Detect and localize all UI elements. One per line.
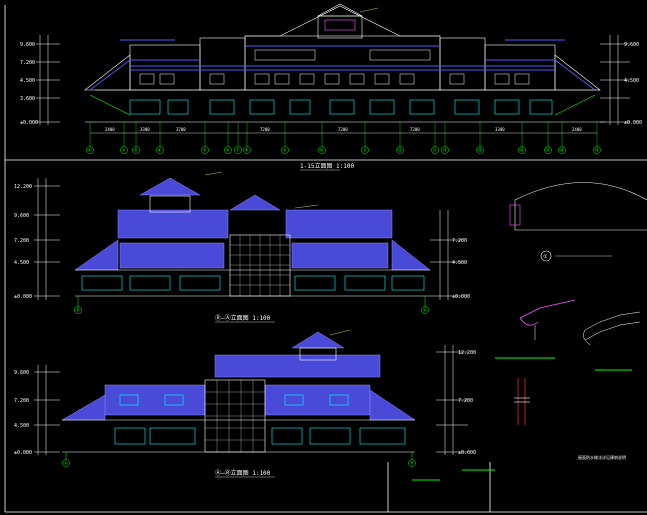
level-label: 9.600	[624, 42, 639, 48]
dimension-label: 7200	[338, 127, 348, 132]
level-label: 7.200	[458, 398, 473, 404]
elevation-bottom-title: Ⓐ—Ⓡ立面图 1:100	[215, 469, 271, 477]
elevation-middle: 12.200 9.600 7.200 4.500 ±0.000 7.200 4.…	[14, 177, 470, 323]
axis-marker: ②	[122, 148, 127, 154]
level-label: 4.500	[624, 78, 639, 84]
axis-marker: ⑱	[560, 147, 565, 154]
elevation-middle-title: Ⓡ—Ⓐ立面图 1:100	[215, 314, 271, 322]
axis-marker: ⑯	[520, 147, 525, 154]
dimension-label: 7200	[410, 127, 420, 132]
level-label: 12.200	[14, 184, 32, 190]
level-label: 4.500	[452, 260, 467, 266]
detail-note: 屋面防水做法详见建筑说明	[578, 454, 626, 460]
dimension-label: 3700	[176, 127, 186, 132]
axis-marker: ⑤	[203, 148, 208, 154]
axis-marker: Ⓡ	[410, 460, 415, 467]
axis-marker: ⑩	[320, 148, 325, 154]
axis-marker: Ⓐ	[423, 307, 428, 314]
level-label: 7.200	[14, 398, 29, 404]
level-label: 9.600	[14, 213, 29, 219]
axis-marker: ⑰	[546, 147, 551, 154]
level-label: 9.600	[14, 370, 29, 376]
axis-marker: ⑮	[478, 147, 483, 154]
axis-marker: ①	[88, 148, 93, 154]
axis-marker: ⑧	[245, 148, 250, 154]
dimension-label: 7200	[260, 127, 270, 132]
axis-marker: ⑭	[443, 147, 448, 154]
level-label: 9.600	[20, 42, 35, 48]
level-label: ±0.000	[624, 120, 642, 126]
elevation-bottom: 9.600 7.200 4.500 ±0.000 12.200 7.200 ±0…	[14, 331, 476, 478]
axis-marker: ⑪	[363, 147, 368, 154]
level-label: ±0.000	[20, 120, 38, 126]
level-label: 4.500	[20, 78, 35, 84]
elevation-top-axes: ① ② ③ ④ ⑤ ⑥ ⑦ ⑧ ⑨ ⑩ ⑪ ⑫ ⑬ ⑭ ⑮ ⑯ ⑰ ⑱ ⑲	[88, 147, 600, 154]
axis-marker: ⑲	[595, 147, 600, 154]
elevation-top-title: 1-15立面图 1:100	[300, 162, 355, 170]
level-label: 3.600	[20, 96, 35, 102]
dimension-label: 3300	[140, 127, 150, 132]
dimension-label: 3300	[495, 127, 505, 132]
axis-marker: ③	[134, 148, 139, 154]
dimension-label: 2400	[572, 127, 582, 132]
axis-marker: Ⓐ	[64, 460, 69, 467]
level-label: ±0.000	[14, 294, 32, 300]
dimension-label: 2400	[105, 127, 115, 132]
axis-marker: ⑨	[283, 148, 288, 154]
level-label: ±0.000	[14, 450, 32, 456]
level-label: 4.500	[14, 423, 29, 429]
elevation-top: 9.600 7.200 4.500 3.600 ±0.000 9.600 4.5…	[20, 3, 642, 171]
level-label: ±0.000	[458, 450, 476, 456]
axis-marker: ⑦	[236, 148, 241, 154]
axis-marker: ⑥	[226, 148, 231, 154]
axis-marker: ⑬	[433, 147, 438, 154]
level-label: 7.200	[452, 238, 467, 244]
level-label: 4.500	[14, 260, 29, 266]
level-label: 7.200	[14, 238, 29, 244]
axis-marker: Ⓡ	[76, 307, 81, 314]
level-label: ±0.000	[452, 294, 470, 300]
axis-marker: ④	[158, 148, 163, 154]
leader-lines	[204, 7, 379, 336]
detail-index: ①	[543, 254, 548, 260]
detail-panel: ① 屋面防水做法详见建筑说明	[412, 182, 647, 481]
sheet-frame	[4, 5, 647, 513]
level-label: 7.200	[20, 60, 35, 66]
axis-marker: ⑫	[398, 147, 403, 154]
level-label: 12.200	[458, 350, 476, 356]
